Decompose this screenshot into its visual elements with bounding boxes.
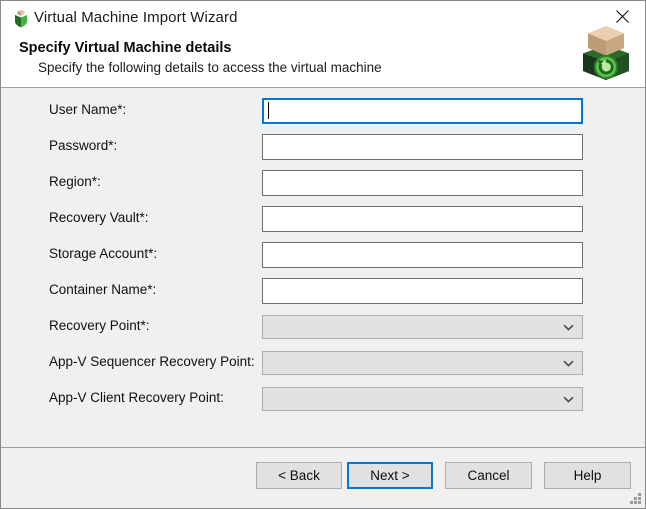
form-row-recovery-vault: Recovery Vault*:: [1, 206, 645, 232]
close-button[interactable]: [599, 1, 645, 32]
form-area: User Name*: Password*: Region*: Recovery Va…: [1, 88, 645, 448]
form-row-container-name: Container Name*:: [1, 278, 645, 304]
help-button[interactable]: Help: [544, 462, 631, 489]
select-recovery-point[interactable]: [262, 315, 583, 339]
label-storage-account: Storage Account*:: [49, 246, 158, 261]
page-title: Specify Virtual Machine details: [19, 40, 232, 56]
wizard-header: Specify Virtual Machine details Specify …: [1, 26, 645, 88]
green-cube-refresh-icon: [579, 25, 633, 83]
cancel-button[interactable]: Cancel: [445, 462, 532, 489]
label-password: Password*:: [49, 138, 118, 153]
form-row-appv-sequencer-recovery-point: App-V Sequencer Recovery Point:: [1, 350, 645, 376]
form-row-region: Region*:: [1, 170, 645, 196]
window-title: Virtual Machine Import Wizard: [34, 9, 238, 26]
input-recovery-vault[interactable]: [262, 206, 583, 232]
back-button[interactable]: < Back: [256, 462, 342, 489]
input-container-name[interactable]: [262, 278, 583, 304]
next-button[interactable]: Next >: [347, 462, 433, 489]
resize-grip-icon[interactable]: [629, 492, 642, 505]
form-row-storage-account: Storage Account*:: [1, 242, 645, 268]
label-user-name: User Name*:: [49, 102, 127, 117]
chevron-down-icon: [562, 357, 574, 369]
chevron-down-icon: [562, 393, 574, 405]
input-user-name[interactable]: [262, 98, 583, 124]
text-caret: [268, 102, 269, 119]
form-row-recovery-point: Recovery Point*:: [1, 314, 645, 340]
select-appv-sequencer-recovery-point[interactable]: [262, 351, 583, 375]
page-subtitle: Specify the following details to access …: [38, 60, 382, 75]
chevron-down-icon: [562, 321, 574, 333]
input-password[interactable]: [262, 134, 583, 160]
label-container-name: Container Name*:: [49, 282, 157, 297]
form-row-appv-client-recovery-point: App-V Client Recovery Point:: [1, 386, 645, 412]
shield-box-icon: [12, 10, 30, 28]
form-row-user-name: User Name*:: [1, 98, 645, 124]
label-region: Region*:: [49, 174, 101, 189]
button-bar: < Back Next > Cancel Help: [1, 448, 645, 508]
form-row-password: Password*:: [1, 134, 645, 160]
input-storage-account[interactable]: [262, 242, 583, 268]
label-recovery-vault: Recovery Vault*:: [49, 210, 149, 225]
close-icon: [615, 10, 629, 23]
title-bar: Virtual Machine Import Wizard: [1, 1, 645, 38]
label-appv-client-recovery-point: App-V Client Recovery Point:: [49, 390, 224, 405]
label-recovery-point: Recovery Point*:: [49, 318, 150, 333]
label-appv-sequencer-recovery-point: App-V Sequencer Recovery Point:: [49, 354, 255, 369]
select-appv-client-recovery-point[interactable]: [262, 387, 583, 411]
input-region[interactable]: [262, 170, 583, 196]
